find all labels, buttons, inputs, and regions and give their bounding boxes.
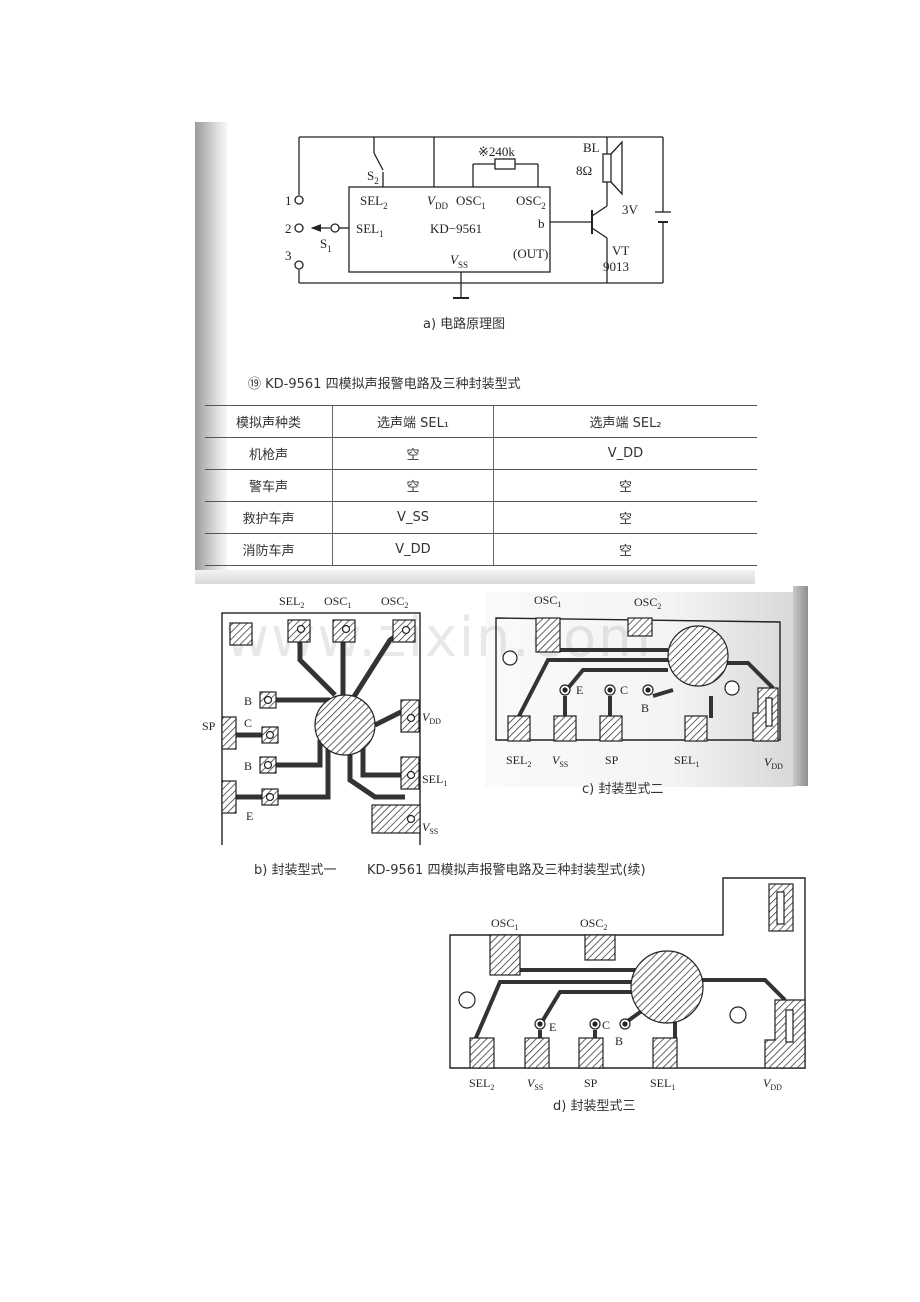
header-sound-type: 模拟声种类	[205, 405, 333, 438]
svg-text:VT: VT	[612, 243, 629, 258]
svg-text:B: B	[641, 701, 649, 715]
cell-sound: 救护车声	[205, 501, 333, 534]
cell-sound: 机枪声	[205, 437, 333, 470]
svg-text:SP: SP	[584, 1076, 598, 1090]
svg-text:(OUT): (OUT)	[513, 246, 548, 261]
cell-sel2: 空	[493, 501, 757, 534]
header-sel1: 选声端 SEL₁	[332, 405, 494, 438]
svg-text:OSC2: OSC2	[516, 193, 546, 211]
svg-text:2: 2	[285, 221, 292, 236]
cell-sel1: 空	[332, 437, 494, 470]
cell-sound: 消防车声	[205, 533, 333, 566]
svg-text:SEL1: SEL1	[422, 772, 447, 788]
cell-sel2: V_DD	[493, 437, 757, 470]
svg-text:3V: 3V	[622, 202, 639, 217]
svg-text:E: E	[549, 1020, 556, 1034]
svg-text:VDD: VDD	[422, 710, 441, 726]
svg-text:SEL2: SEL2	[469, 1076, 494, 1090]
package-type-2-diagram: OSC1 OSC2 E C B SEL2 VSS SP SEL1 VDD	[495, 593, 783, 771]
svg-text:SP: SP	[202, 719, 216, 733]
table-title: ⑲ KD-9561 四模拟声报警电路及三种封装型式	[248, 377, 521, 392]
figure-b-caption: b) 封装型式一	[254, 863, 337, 878]
svg-text:VSS: VSS	[552, 753, 568, 769]
svg-text:VDD: VDD	[763, 1076, 782, 1090]
svg-text:B: B	[244, 694, 252, 708]
svg-text:BL: BL	[583, 140, 600, 155]
svg-text:OSC1: OSC1	[534, 593, 561, 609]
svg-text:OSC1: OSC1	[491, 916, 518, 932]
svg-text:B: B	[615, 1034, 623, 1048]
svg-text:SEL1: SEL1	[650, 1076, 675, 1090]
svg-text:VSS: VSS	[422, 820, 438, 836]
cell-sel2: 空	[493, 469, 757, 502]
sound-selection-table: 模拟声种类 选声端 SEL₁ 选声端 SEL₂ 机枪声 空 V_DD 警车声 空…	[205, 405, 757, 566]
table-row: 警车声 空 空	[205, 469, 757, 502]
scan-shadow-bottom	[195, 570, 755, 584]
cell-sel2: 空	[493, 533, 757, 566]
figure-d-caption: d) 封装型式三	[553, 1099, 636, 1114]
table-row: 消防车声 V_DD 空	[205, 533, 757, 566]
svg-text:8Ω: 8Ω	[576, 163, 592, 178]
svg-text:SEL2: SEL2	[506, 753, 531, 769]
svg-text:VDD: VDD	[764, 755, 783, 771]
circuit-schematic: S2 ※240k BL 8Ω 3V 1 2 3 S1 SEL2 VDD OSC1…	[285, 136, 671, 299]
svg-text:OSC1: OSC1	[456, 193, 486, 211]
svg-text:OSC2: OSC2	[381, 594, 408, 610]
svg-text:VSS: VSS	[450, 252, 468, 270]
cell-sel1: V_DD	[332, 533, 494, 566]
svg-text:B: B	[244, 759, 252, 773]
scan-shadow-right	[793, 586, 808, 786]
svg-text:KD−9561: KD−9561	[430, 221, 482, 236]
table-header-row: 模拟声种类 选声端 SEL₁ 选声端 SEL₂	[205, 405, 757, 438]
svg-text:SEL1: SEL1	[674, 753, 699, 769]
svg-text:SEL1: SEL1	[356, 221, 384, 239]
table-row: 机枪声 空 V_DD	[205, 437, 757, 470]
package-type-3-diagram: OSC1 OSC2 E C B SEL2 VSS SP SEL1 VDD	[449, 877, 806, 1090]
svg-text:SEL2: SEL2	[360, 193, 388, 211]
svg-text:OSC2: OSC2	[580, 916, 607, 932]
cell-sound: 警车声	[205, 469, 333, 502]
table-row: 救护车声 V_SS 空	[205, 501, 757, 534]
svg-text:SP: SP	[605, 753, 619, 767]
svg-text:SEL2: SEL2	[279, 594, 304, 610]
svg-text:C: C	[602, 1018, 610, 1032]
svg-text:OSC1: OSC1	[324, 594, 351, 610]
continued-title: KD-9561 四模拟声报警电路及三种封装型式(续)	[367, 863, 646, 878]
figure-a-caption: a) 电路原理图	[423, 317, 506, 332]
svg-text:C: C	[244, 716, 252, 730]
figure-c-caption: c) 封装型式二	[582, 782, 664, 797]
header-sel2: 选声端 SEL₂	[493, 405, 757, 438]
svg-text:E: E	[246, 809, 253, 823]
svg-text:b: b	[538, 216, 545, 231]
cell-sel1: V_SS	[332, 501, 494, 534]
svg-text:C: C	[620, 683, 628, 697]
svg-text:※240k: ※240k	[478, 144, 515, 159]
svg-text:S2: S2	[367, 168, 379, 186]
svg-text:VDD: VDD	[427, 193, 448, 211]
svg-text:VSS: VSS	[527, 1076, 543, 1090]
cell-sel1: 空	[332, 469, 494, 502]
svg-text:OSC2: OSC2	[634, 595, 661, 611]
svg-text:3: 3	[285, 248, 292, 263]
svg-text:9013: 9013	[603, 259, 629, 274]
svg-text:1: 1	[285, 193, 292, 208]
svg-text:S1: S1	[320, 236, 332, 254]
package-type-1-diagram: SEL2 OSC1 OSC2 B SP C B E VDD SEL1 VSS	[202, 594, 447, 845]
svg-text:E: E	[576, 683, 583, 697]
